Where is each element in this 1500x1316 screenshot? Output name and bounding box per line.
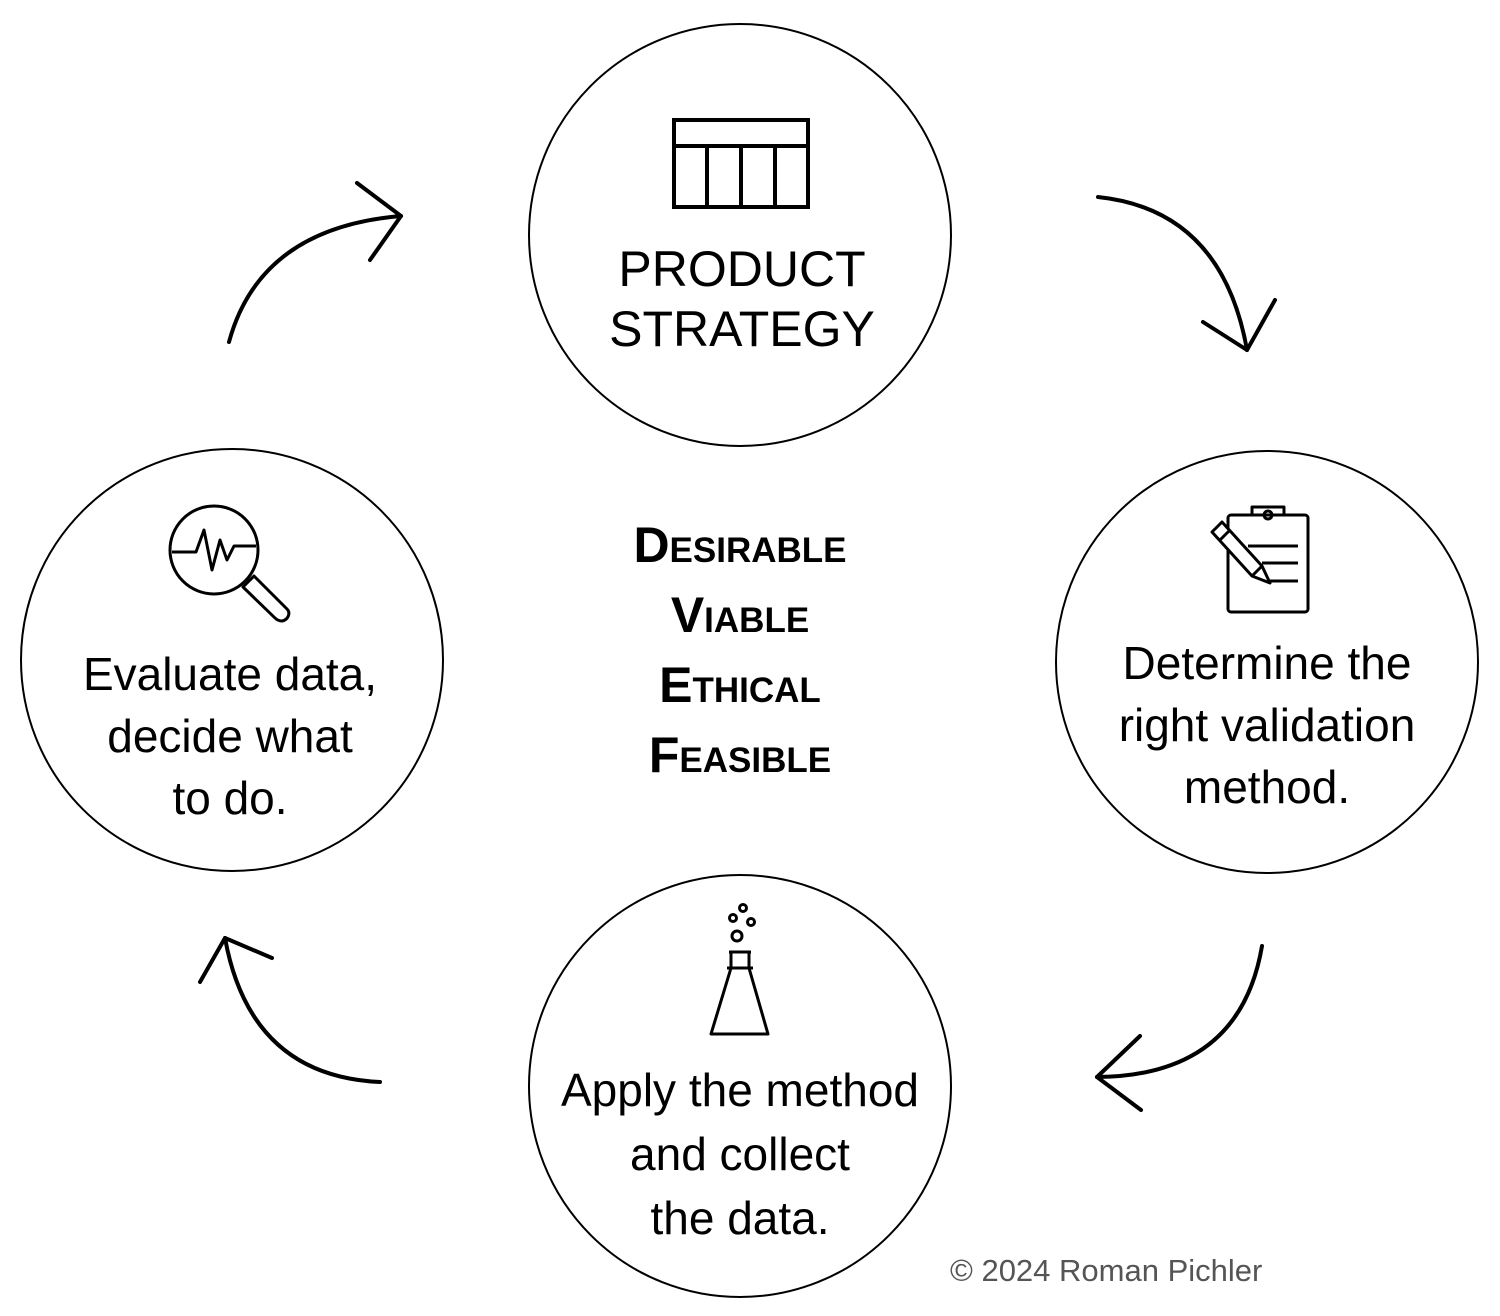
node-product-strategy-label-line-1: PRODUCT (618, 241, 865, 297)
node-apply-method-circle (528, 874, 952, 1298)
center-criteria-feasible: Feasible (649, 727, 831, 783)
node-evaluate-data-circle (20, 448, 444, 872)
flask-bubbles-icon (709, 903, 770, 1036)
arrow-determine-to-apply (1095, 944, 1264, 1112)
copyright-text: © 2024 Roman Pichler (950, 1253, 1262, 1288)
magnifier-pulse-icon (168, 504, 291, 623)
node-evaluate-data-label-line-1: Evaluate data, (83, 648, 377, 700)
center-criteria-ethical: Ethical (659, 657, 821, 713)
node-product-strategy: PRODUCT STRATEGY (528, 23, 952, 447)
clipboard-pencil-icon (1210, 505, 1310, 614)
node-evaluate-data-label-line-2: decide what (107, 710, 353, 762)
node-determine-method-label-line-3: method. (1184, 761, 1350, 813)
arrow-strategy-to-determine (1096, 195, 1277, 352)
center-criteria: Desirable Viable Ethical Feasible (633, 517, 846, 783)
node-evaluate-data-label-line-3: to do. (172, 772, 287, 824)
node-determine-method-label-line-2: right validation (1119, 699, 1416, 751)
node-apply-method-label-line-3: the data. (650, 1192, 829, 1244)
center-criteria-desirable: Desirable (633, 517, 846, 573)
node-determine-method: Determine the right validation method. (1055, 450, 1479, 874)
node-product-strategy-circle (528, 23, 952, 447)
node-determine-method-circle (1055, 450, 1479, 874)
node-determine-method-label-line-1: Determine the (1123, 637, 1412, 689)
center-criteria-viable: Viable (671, 587, 809, 643)
arrow-apply-to-evaluate (198, 936, 382, 1084)
node-evaluate-data: Evaluate data, decide what to do. (20, 448, 444, 872)
node-apply-method: Apply the method and collect the data. (528, 874, 952, 1298)
arrow-evaluate-to-strategy (227, 181, 403, 344)
node-product-strategy-label-line-2: STRATEGY (609, 301, 875, 357)
node-apply-method-label-line-1: Apply the method (561, 1064, 919, 1116)
node-apply-method-label-line-2: and collect (630, 1128, 850, 1180)
product-strategy-table-icon (672, 118, 810, 209)
